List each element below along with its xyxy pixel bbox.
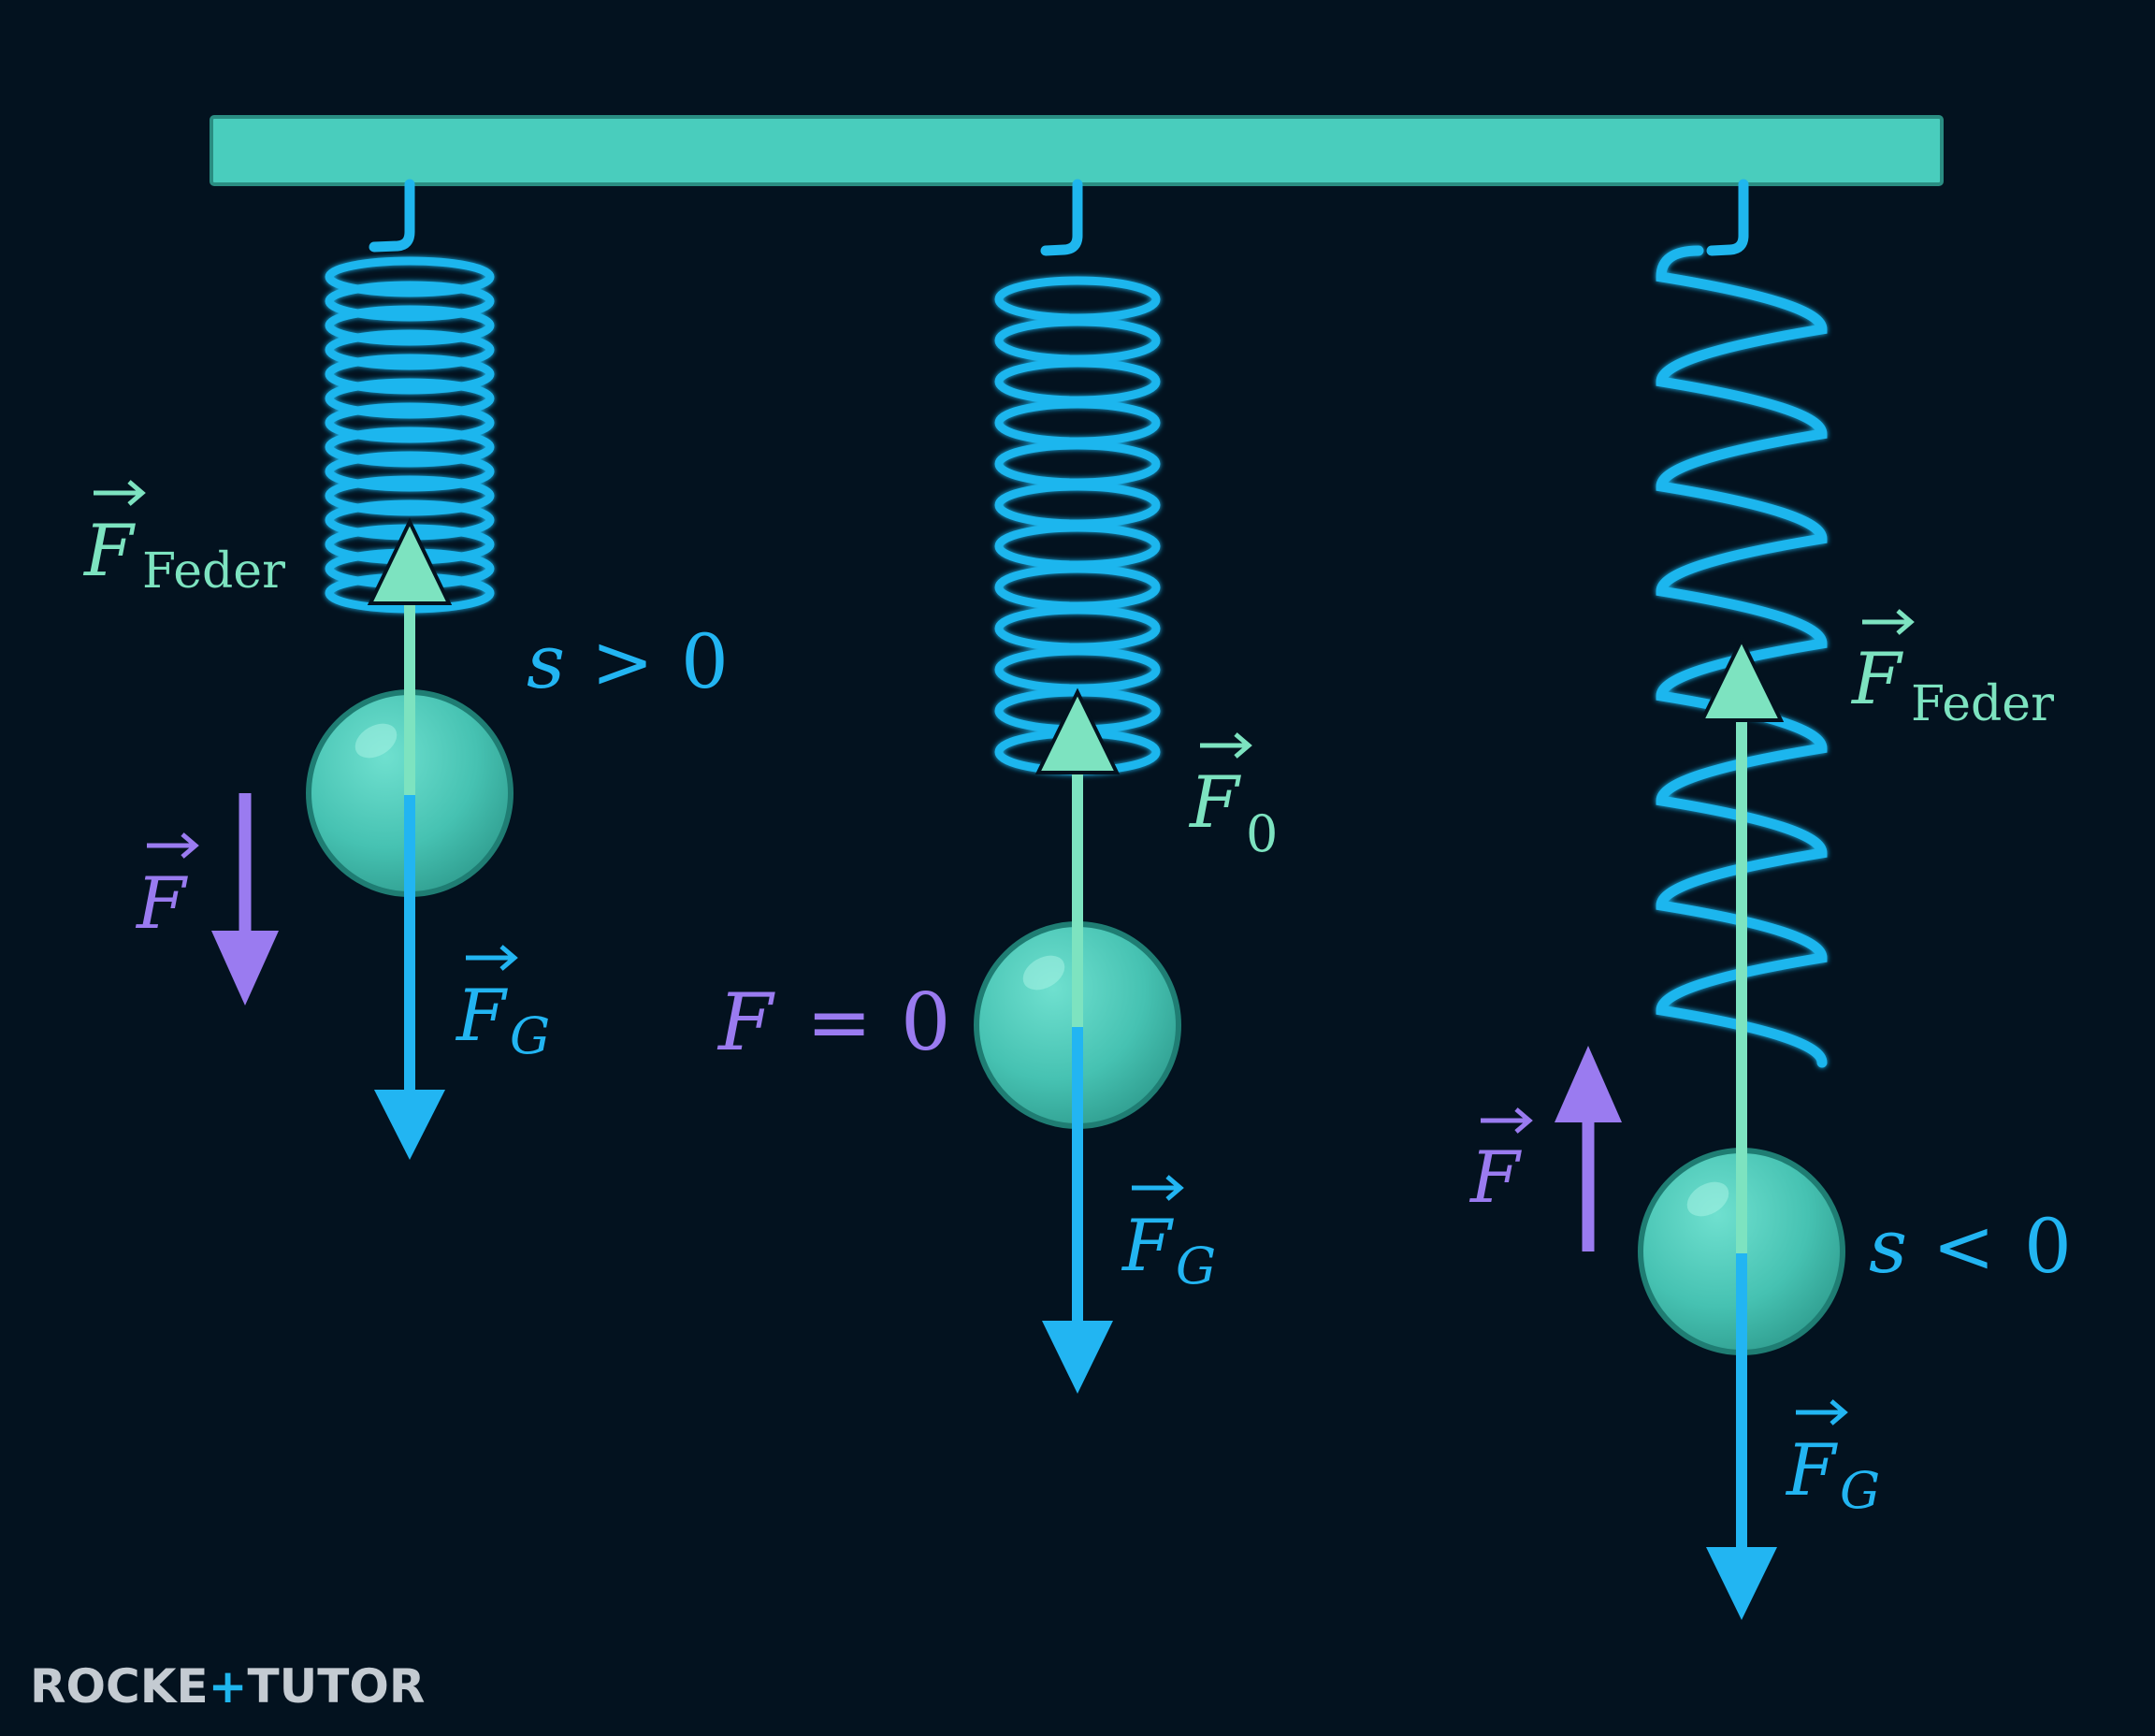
gravity-label-middle: F G <box>1121 1175 1216 1295</box>
displacement-operator: > <box>591 618 654 705</box>
displacement-variable: s <box>527 618 565 705</box>
logo-plus-icon: + <box>209 1659 248 1714</box>
net-force-arrow-head-left <box>211 931 279 1005</box>
ceiling-beam <box>210 115 1944 186</box>
gravity-label-left: F G <box>455 945 550 1065</box>
ball-highlight-middle <box>1022 955 1065 991</box>
spring-force-arrow-head-middle <box>1034 687 1121 774</box>
vector-arrow-icon <box>1796 1399 1848 1425</box>
logo-text-right: R <box>389 1659 426 1714</box>
spring-coil <box>325 451 495 492</box>
net-force-arrow-head-right <box>1555 1046 1622 1122</box>
vector-arrow-icon <box>1132 1175 1184 1201</box>
force-symbol: F <box>1121 1204 1174 1287</box>
force-subscript: Feder <box>142 543 285 600</box>
net-force-variable: F <box>716 976 775 1068</box>
force-symbol: F <box>135 861 188 945</box>
force-symbol: F <box>1850 637 1903 720</box>
spring-hook-left <box>369 179 415 253</box>
spring-coil <box>325 427 495 468</box>
spring-coil <box>325 305 495 346</box>
spring-force-label-right: F Feder <box>1850 609 2054 732</box>
logo-text-left: ROCKE <box>30 1659 209 1714</box>
panel-stretched: F Feder s < 0 F F G <box>1468 179 2072 1620</box>
force-symbol: F <box>455 974 508 1057</box>
spring-coil <box>325 402 495 443</box>
vector-arrow-icon <box>1200 732 1252 759</box>
panel-compressed: F Feder s > 0 F F G <box>82 179 729 1160</box>
spring-force-arrow-head-right <box>1699 635 1785 722</box>
vector-arrow-icon <box>1481 1107 1533 1134</box>
ball-highlight-left <box>354 723 398 759</box>
force-subscript: 0 <box>1246 804 1278 863</box>
spring-hook-middle <box>1040 179 1083 256</box>
ball-highlight-right <box>1686 1181 1729 1217</box>
spring-coils-left <box>325 256 495 614</box>
gravity-label-right: F G <box>1785 1399 1880 1520</box>
net-force-label-left: F <box>135 832 199 945</box>
vector-arrow-icon <box>147 832 199 859</box>
spring-coil <box>325 354 495 395</box>
force-subscript: G <box>1840 1461 1880 1520</box>
vector-arrow-icon <box>94 480 146 506</box>
displacement-variable: s <box>1869 1203 1907 1290</box>
force-symbol: F <box>82 509 136 592</box>
net-force-label-right: F <box>1468 1107 1533 1219</box>
spring-coils-middle <box>994 276 1161 775</box>
force-symbol: F <box>1188 760 1241 844</box>
spring-coil <box>325 475 495 516</box>
gravity-arrow-head-left <box>374 1090 445 1160</box>
gravity-arrow-head-middle <box>1042 1321 1113 1394</box>
vector-arrow-icon <box>1862 609 1915 635</box>
spring-force-arrow-head-left <box>367 517 453 605</box>
displacement-value: 0 <box>2024 1203 2072 1290</box>
displacement-label-right: s < 0 <box>1869 1203 2072 1290</box>
net-force-equation-middle: F = 0 <box>716 976 950 1068</box>
force-subscript: Feder <box>1911 676 2054 732</box>
spring-coil <box>325 378 495 419</box>
spring-hook-right <box>1706 179 1749 256</box>
logo-text-mid: TUTO <box>248 1659 389 1714</box>
brand-logo: ROCKE+TUTOR <box>30 1659 425 1714</box>
displacement-value: 0 <box>681 618 729 705</box>
displacement-label-left: s > 0 <box>527 618 729 705</box>
spring-force-label-middle: F 0 <box>1188 732 1278 863</box>
spring-coil <box>325 281 495 322</box>
spring-coil <box>325 329 495 370</box>
force-subscript: G <box>1176 1237 1216 1295</box>
vector-arrow-icon <box>466 945 518 971</box>
gravity-arrow-head-right <box>1706 1547 1777 1620</box>
net-force-operator: = <box>806 976 872 1068</box>
net-force-value: 0 <box>901 976 950 1068</box>
force-symbol: F <box>1468 1136 1522 1219</box>
displacement-operator: < <box>1932 1203 1995 1290</box>
svg-text:ROCKE+TUTOR: ROCKE+TUTOR <box>30 1659 425 1714</box>
force-subscript: G <box>510 1006 550 1065</box>
force-symbol: F <box>1785 1428 1838 1512</box>
spring-coil <box>325 256 495 297</box>
panel-equilibrium: F 0 F = 0 F G <box>716 179 1278 1394</box>
spring-coils-right <box>1656 245 1828 1068</box>
spring-force-label-left: F Feder <box>82 480 285 600</box>
